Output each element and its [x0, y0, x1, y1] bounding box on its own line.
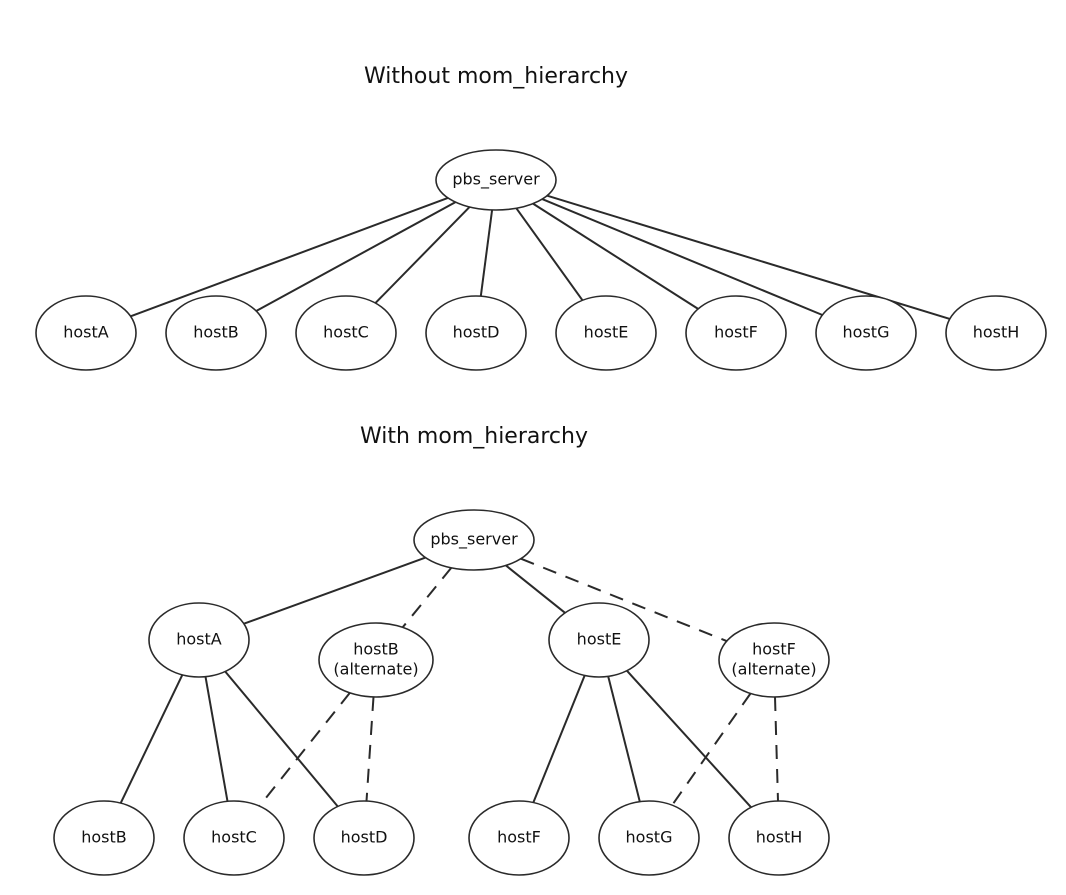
nodes-without-hierarchy: pbs_server hostA hostB hostC hostD hostE hostF… — [35, 149, 1047, 371]
node-label-hostBalt-line-0: hostB — [353, 640, 399, 659]
edge-hostBalt-to-hostD2-dashed — [365, 696, 375, 802]
node-ellipse-hostF2 — [468, 800, 570, 876]
node-label-hostE: hostE — [584, 323, 629, 342]
node-hostA: hostA — [35, 295, 137, 371]
section-title-with-hierarchy: With mom_hierarchy — [360, 424, 588, 449]
node-label-hostA: hostA — [63, 323, 109, 342]
node-hostD: hostD — [425, 295, 527, 371]
node-ellipse-hostD — [425, 295, 527, 371]
node-label-hostB2: hostB — [81, 828, 127, 847]
node-hostG: hostG — [815, 295, 917, 371]
section-title-without-hierarchy: Without mom_hierarchy — [364, 64, 628, 89]
node-ellipse-hostFalt — [718, 622, 830, 698]
node-hostD2: hostD — [313, 800, 415, 876]
node-hostH2: hostH — [728, 800, 830, 876]
node-ellipse-hostC2 — [183, 800, 285, 876]
node-label-hostA2: hostA — [176, 630, 222, 649]
node-ellipse-hostC — [295, 295, 397, 371]
node-hostE2: hostE — [548, 602, 650, 678]
edge-hostA2-to-hostC2 — [204, 676, 229, 802]
node-hostF: hostF — [685, 295, 787, 371]
node-label-hostFalt-line-1: (alternate) — [731, 660, 816, 679]
node-ellipse-hostH2 — [728, 800, 830, 876]
node-label-hostC: hostC — [323, 323, 369, 342]
node-ellipse-hostE2 — [548, 602, 650, 678]
node-label-hostE2: hostE — [577, 630, 622, 649]
node-hostA2: hostA — [148, 602, 250, 678]
node-hostE: hostE — [555, 295, 657, 371]
node-label-hostH: hostH — [973, 323, 1020, 342]
edges-with-hierarchy — [119, 556, 779, 808]
node-hostC2: hostC — [183, 800, 285, 876]
node-ellipse-hostD2 — [313, 800, 415, 876]
edge-root-to-hostD — [479, 209, 494, 297]
node-ellipse-hostG — [815, 295, 917, 371]
node-label-hostBalt-line-1: (alternate) — [333, 660, 418, 679]
node-ellipse-hostA2 — [148, 602, 250, 678]
edge-hostA2-to-hostB2 — [119, 674, 184, 804]
node-label-root: pbs_server — [452, 170, 540, 190]
node-hostC: hostC — [295, 295, 397, 371]
node-label-hostG: hostG — [843, 323, 890, 342]
node-hostFalt: hostF(alternate) — [718, 622, 830, 698]
edge-hostA2-to-hostD2 — [224, 670, 339, 808]
edge-root2-to-hostFalt-dashed — [520, 557, 728, 643]
with-hierarchy-section: With mom_hierarchy pbs_serverhostAhostB(… — [53, 424, 830, 876]
edge-hostE2-to-hostG2 — [607, 676, 641, 802]
node-label-hostG2: hostG — [626, 828, 673, 847]
edge-root-to-hostE — [515, 207, 584, 301]
node-ellipse-hostF — [685, 295, 787, 371]
node-root: pbs_server — [435, 149, 557, 211]
node-ellipse-hostH — [945, 295, 1047, 371]
edge-root2-to-hostE2 — [505, 564, 566, 614]
node-hostF2: hostF — [468, 800, 570, 876]
node-label-hostFalt-line-0: hostF — [752, 640, 796, 659]
edge-hostE2-to-hostF2 — [532, 675, 586, 803]
edge-root-to-hostF — [532, 202, 699, 310]
node-label-hostF2: hostF — [497, 828, 541, 847]
edge-root-to-hostA — [130, 196, 449, 318]
node-ellipse-hostB — [165, 295, 267, 371]
node-hostG2: hostG — [598, 800, 700, 876]
edge-root2-to-hostBalt-dashed — [401, 567, 453, 628]
node-label-hostH2: hostH — [756, 828, 803, 847]
node-label-hostB: hostB — [193, 323, 239, 342]
node-ellipse-hostA — [35, 295, 137, 371]
node-ellipse-root — [435, 149, 557, 211]
node-hostH: hostH — [945, 295, 1047, 371]
without-hierarchy-section: Without mom_hierarchy pbs_server hostA hos… — [35, 64, 1047, 371]
nodes-with-hierarchy: pbs_serverhostAhostB(alternate)hostEhost… — [53, 509, 830, 876]
edge-root-to-hostB — [255, 201, 456, 312]
node-label-hostC2: hostC — [211, 828, 257, 847]
edge-hostFalt-to-hostG2-dashed — [671, 692, 752, 806]
node-label-hostD2: hostD — [341, 828, 388, 847]
edge-root2-to-hostA2 — [243, 556, 426, 625]
node-ellipse-hostBalt — [318, 622, 434, 698]
edge-hostFalt-to-hostH2-dashed — [774, 696, 779, 802]
edges-without-hierarchy — [130, 194, 951, 320]
node-ellipse-hostG2 — [598, 800, 700, 876]
node-root2: pbs_server — [413, 509, 535, 571]
node-label-hostF: hostF — [714, 323, 758, 342]
edge-hostBalt-to-hostC2-dashed — [258, 692, 351, 807]
edge-root-to-hostG — [541, 198, 823, 316]
node-hostBalt: hostB(alternate) — [318, 622, 434, 698]
node-label-root2: pbs_server — [430, 530, 518, 550]
node-label-hostD: hostD — [453, 323, 500, 342]
edge-hostE2-to-hostH2 — [626, 670, 752, 808]
node-ellipse-hostB2 — [53, 800, 155, 876]
node-ellipse-hostE — [555, 295, 657, 371]
node-hostB2: hostB — [53, 800, 155, 876]
node-hostB: hostB — [165, 295, 267, 371]
node-ellipse-root2 — [413, 509, 535, 571]
edge-root-to-hostC — [374, 206, 471, 304]
